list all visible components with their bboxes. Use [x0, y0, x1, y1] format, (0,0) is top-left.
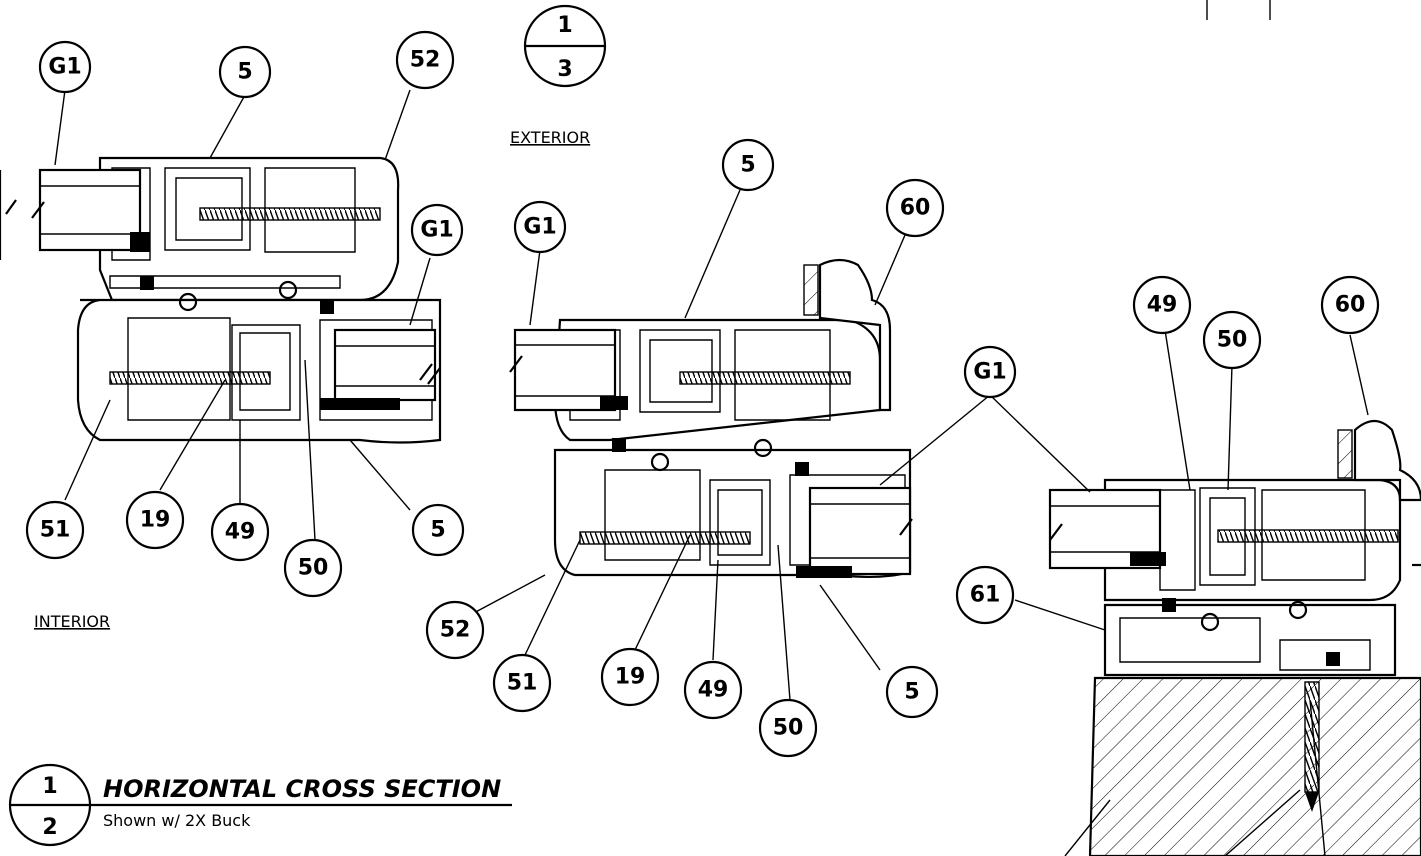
detail-ref-bottom: 3 [557, 57, 572, 82]
callout-bubble: 49 [683, 660, 743, 720]
callout-bubble: 5 [885, 665, 939, 719]
detail-ref-top: 1 [557, 13, 572, 38]
section-title-block: 1 2 HORIZONTAL CROSS SECTION Shown w/ 2X… [8, 763, 512, 847]
section-title: HORIZONTAL CROSS SECTION [103, 775, 501, 803]
svg-text:51: 51 [40, 518, 71, 543]
svg-text:60: 60 [900, 196, 931, 221]
sheet-border-fragment [1206, 0, 1271, 20]
callout-bubble: 51 [25, 500, 85, 560]
svg-text:19: 19 [140, 508, 171, 533]
svg-text:5: 5 [904, 680, 919, 705]
interior-label: INTERIOR [34, 612, 110, 631]
section-number-bottom: 2 [42, 815, 57, 840]
exterior-label: EXTERIOR [510, 128, 590, 147]
svg-text:50: 50 [773, 716, 804, 741]
callout-bubble: 61 [955, 565, 1015, 625]
svg-text:51: 51 [507, 671, 538, 696]
left-assembly [0, 156, 442, 444]
svg-text:49: 49 [1147, 293, 1178, 318]
callout-bubble: G1 [963, 345, 1017, 399]
svg-text:G1: G1 [973, 360, 1006, 385]
svg-text:5: 5 [430, 518, 445, 543]
callout-bubble: 49 [210, 502, 270, 562]
callout-bubble: 49 [1132, 275, 1192, 335]
svg-text:49: 49 [225, 520, 256, 545]
svg-text:52: 52 [440, 618, 471, 643]
svg-text:G1: G1 [48, 55, 81, 80]
callout-bubble: 5 [218, 45, 272, 99]
callout-bubble: 50 [758, 698, 818, 758]
svg-text:50: 50 [298, 556, 329, 581]
callout-bubble: 52 [425, 600, 485, 660]
svg-text:50: 50 [1217, 328, 1248, 353]
callout-bubble: 5 [411, 503, 465, 557]
svg-text:G1: G1 [523, 215, 556, 240]
right-assembly [1048, 419, 1421, 856]
section-subtitle: Shown w/ 2X Buck [103, 811, 251, 830]
callout-bubble: 5 [721, 138, 775, 192]
svg-text:61: 61 [970, 583, 1001, 608]
callout-bubble: 50 [283, 538, 343, 598]
svg-text:5: 5 [740, 153, 755, 178]
callout-bubble: 19 [600, 647, 660, 707]
detail-reference-bubble: 1 3 [523, 4, 607, 88]
svg-text:19: 19 [615, 665, 646, 690]
svg-text:60: 60 [1335, 293, 1366, 318]
callout-bubble: 60 [885, 178, 945, 238]
leader-lines [54, 89, 1369, 856]
svg-text:49: 49 [698, 678, 729, 703]
callout-bubble: 52 [395, 30, 455, 90]
callout-bubble: G1 [513, 200, 567, 254]
callout-bubble: G1 [410, 203, 464, 257]
callout-bubble: 51 [492, 653, 552, 713]
callout-bubble: 50 [1202, 310, 1262, 370]
svg-text:5: 5 [237, 60, 252, 85]
svg-text:G1: G1 [420, 218, 453, 243]
callout-bubbles: G1 5 52 G1 51 19 49 50 5 G1 5 60 52 51 1… [25, 30, 1380, 758]
center-assembly [509, 258, 913, 578]
svg-text:52: 52 [410, 48, 441, 73]
callout-bubble: 19 [125, 490, 185, 550]
callout-bubble: 60 [1320, 275, 1380, 335]
section-number-top: 1 [42, 774, 57, 799]
callout-bubble: G1 [38, 40, 92, 94]
